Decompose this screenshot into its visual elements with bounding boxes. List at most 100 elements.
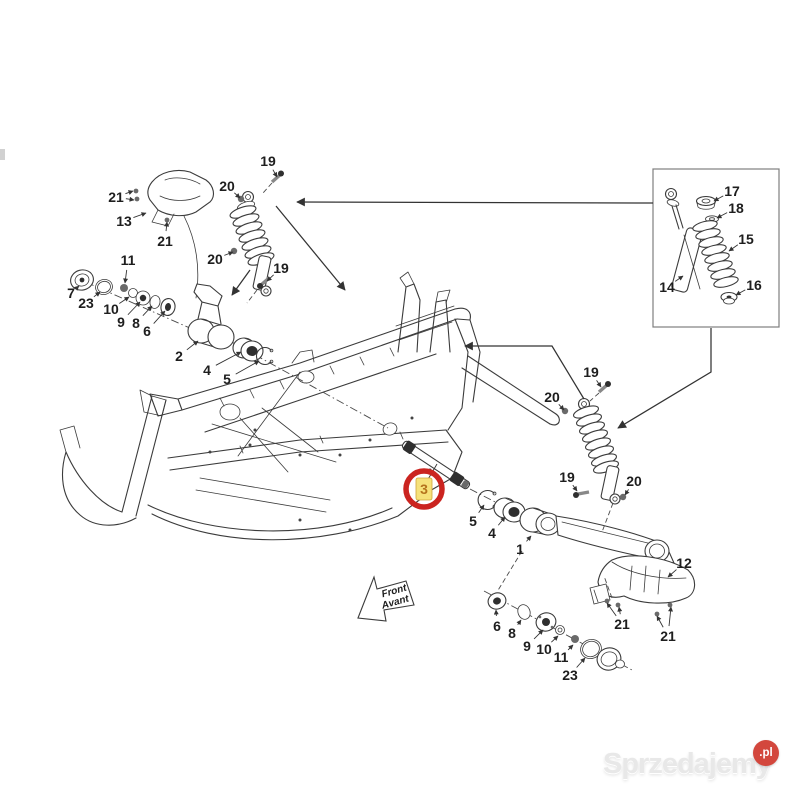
callout-19: 19: [583, 364, 599, 380]
leader-line: [624, 489, 630, 496]
callout-20: 20: [626, 473, 642, 489]
frame-hatching: [219, 347, 404, 454]
swingarm-part1-drawing: [477, 489, 675, 593]
leader-line: [119, 296, 130, 304]
callout-8: 8: [508, 625, 516, 641]
leader-line: [713, 195, 724, 202]
callout-1: 1: [516, 541, 524, 557]
edge-artifact: [0, 149, 5, 160]
callout-21: 21: [108, 189, 124, 205]
leader-line: [533, 629, 544, 640]
leader-line: [606, 602, 617, 617]
pointer-arrows-layer: [231, 197, 712, 429]
pointer-arrow: [231, 269, 251, 296]
leader-line: [133, 212, 147, 219]
callout-6: 6: [143, 323, 151, 339]
front-direction-arrow: Front Avant: [357, 575, 415, 622]
callout-19: 19: [273, 260, 289, 276]
leader-lines-layer: [74, 169, 746, 668]
pointer-arrow: [275, 205, 346, 291]
callout-11: 11: [554, 649, 569, 665]
watermark-tld: .pl: [759, 747, 773, 759]
callout-21: 21: [614, 616, 630, 632]
leader-line: [125, 190, 134, 195]
highlighted-part-number: 3: [420, 481, 428, 497]
callout-19: 19: [559, 469, 575, 485]
callout-6: 6: [493, 618, 501, 634]
leader-line: [142, 305, 153, 317]
leader-line: [497, 516, 506, 526]
callout-20: 20: [219, 178, 235, 194]
inset-detail-box: [652, 168, 780, 328]
leader-line: [235, 360, 260, 375]
pointer-arrow: [464, 341, 585, 400]
callout-2: 2: [175, 348, 183, 364]
callout-8: 8: [132, 315, 140, 331]
callout-4: 4: [488, 525, 496, 541]
bracket-13-drawing: [133, 169, 215, 299]
leader-line: [668, 606, 674, 627]
callout-17: 17: [724, 183, 740, 199]
callout-9: 9: [117, 314, 125, 330]
leader-line: [224, 251, 234, 256]
callout-21: 21: [157, 233, 173, 249]
leader-line: [596, 380, 602, 388]
leader-line: [656, 615, 664, 628]
left-shock-absorber-drawing: [229, 170, 284, 304]
callout-4: 4: [203, 362, 211, 378]
callout-5: 5: [223, 371, 231, 387]
bottom-parts-chain-drawing: [483, 590, 633, 671]
leader-line: [164, 221, 169, 232]
callout-19: 19: [260, 153, 276, 169]
leader-line: [551, 635, 559, 643]
left-parts-chain-drawing: [70, 269, 389, 429]
callout-11: 11: [121, 252, 136, 268]
callout-20: 20: [544, 389, 560, 405]
highlight-ring: [403, 468, 445, 510]
leader-line: [266, 274, 274, 282]
watermark-logo: Sprzedajemy: [603, 748, 772, 781]
right-shock-absorber-drawing: [561, 381, 627, 533]
leader-line: [572, 484, 578, 492]
leader-line: [516, 619, 522, 626]
leader-line: [674, 275, 684, 282]
leader-line: [567, 644, 574, 651]
leader-line: [667, 569, 677, 578]
callout-10: 10: [103, 301, 119, 317]
leader-line: [234, 192, 241, 199]
callout-18: 18: [728, 200, 744, 216]
callout-15: 15: [738, 231, 754, 247]
callout-21: 21: [660, 628, 676, 644]
leader-line: [93, 291, 101, 298]
callout-13: 13: [116, 213, 132, 229]
leader-line: [526, 535, 532, 542]
leader-line: [125, 196, 135, 202]
leader-line: [617, 606, 623, 615]
callout-12: 12: [676, 555, 692, 571]
leader-line: [716, 212, 728, 219]
callout-7: 7: [67, 285, 75, 301]
watermark-pl-badge: .pl: [753, 740, 779, 766]
leader-line: [735, 289, 746, 296]
leader-line: [127, 301, 141, 316]
callout-10: 10: [536, 641, 552, 657]
leader-line: [272, 169, 278, 178]
callout-23: 23: [562, 667, 578, 683]
pointer-arrow: [296, 197, 654, 207]
watermark-text: Sprzedajemy: [603, 748, 772, 780]
guard-part12-drawing: [589, 555, 696, 617]
leader-line: [186, 340, 199, 351]
leader-line: [215, 351, 242, 366]
callout-23: 23: [78, 295, 94, 311]
highlight-tag: [415, 477, 433, 501]
callout-16: 16: [746, 277, 762, 293]
callout-9: 9: [523, 638, 531, 654]
leader-line: [558, 404, 565, 411]
leader-line: [728, 244, 739, 252]
callout-5: 5: [469, 513, 477, 529]
callout-14: 14: [659, 279, 675, 295]
leader-line: [478, 504, 485, 514]
